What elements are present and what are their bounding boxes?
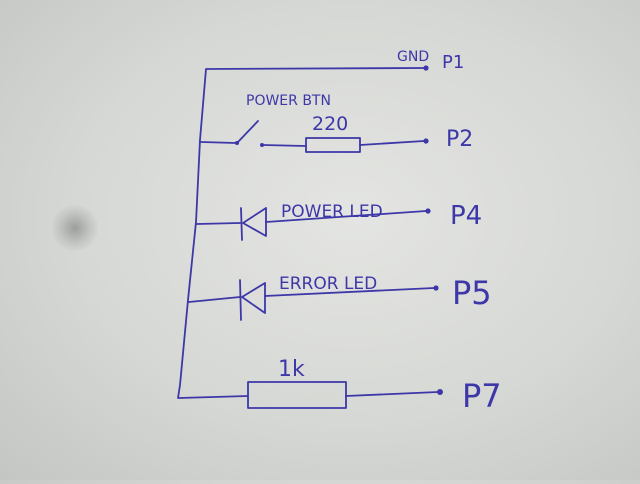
terminal-p5 (433, 285, 439, 291)
wire-resistor-to-p2 (359, 140, 425, 146)
wire-error-led-to-p5 (264, 287, 435, 297)
wire-switch-to-resistor (262, 144, 307, 147)
wire-power-led-to-p4 (265, 210, 427, 223)
wire-to-switch (200, 141, 237, 144)
power-led-diode-bar (240, 207, 243, 241)
paper-smudge (52, 205, 98, 251)
pin-p1-label: P1 (442, 52, 464, 73)
terminal-p1 (423, 65, 429, 71)
resistor-220-label: 220 (312, 113, 348, 135)
wire-to-error-led (188, 296, 241, 303)
gnd-label: GND (397, 49, 429, 65)
terminal-p4 (425, 208, 431, 214)
pin-p7-label: P7 (462, 377, 502, 415)
resistor-1k (247, 381, 347, 409)
pin-p2-label: P2 (446, 127, 473, 152)
resistor-220 (305, 137, 361, 153)
terminal-p7 (437, 389, 443, 395)
wire-resistor-to-p7 (345, 391, 439, 397)
power-led-diode-triangle (242, 207, 267, 237)
pin-p4-label: P4 (450, 201, 482, 231)
switch-contact-right (260, 143, 264, 147)
ground-rail (177, 67, 427, 399)
error-led-label: ERROR LED (279, 274, 377, 294)
power-led-label: POWER LED (281, 202, 383, 222)
wire-to-1k-resistor (178, 395, 249, 399)
power-btn-label: POWER BTN (246, 93, 331, 109)
resistor-1k-label: 1k (278, 357, 305, 382)
pin-p5-label: P5 (452, 274, 492, 312)
error-led-diode-bar (239, 279, 242, 321)
wire-to-power-led (196, 222, 241, 225)
error-led-diode-triangle (241, 282, 266, 314)
switch-lever (237, 120, 259, 143)
terminal-p2 (423, 138, 429, 144)
